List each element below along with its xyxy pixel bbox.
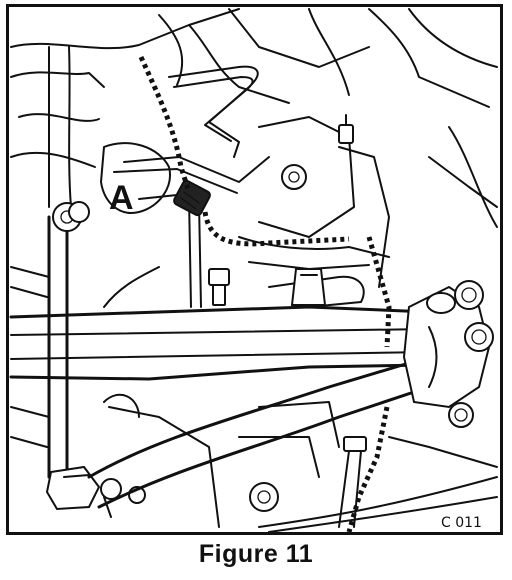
- figure-caption: Figure 11: [198, 540, 314, 568]
- reference-code: C 011: [441, 515, 482, 531]
- central-bracket: [100, 114, 390, 308]
- lower-components: [10, 266, 498, 532]
- dotted-pipe-route: [138, 55, 392, 532]
- stabilizer-link: [45, 201, 146, 518]
- mechanical-drawing: A C 011: [9, 8, 498, 532]
- callout-label-a: A: [109, 179, 134, 217]
- callout-leader-line: [138, 194, 178, 200]
- brake-pipes: [113, 65, 270, 308]
- upper-left-structure: [10, 8, 498, 228]
- anti-roll-bar: [9, 280, 494, 509]
- figure-frame: A C 011: [6, 4, 503, 535]
